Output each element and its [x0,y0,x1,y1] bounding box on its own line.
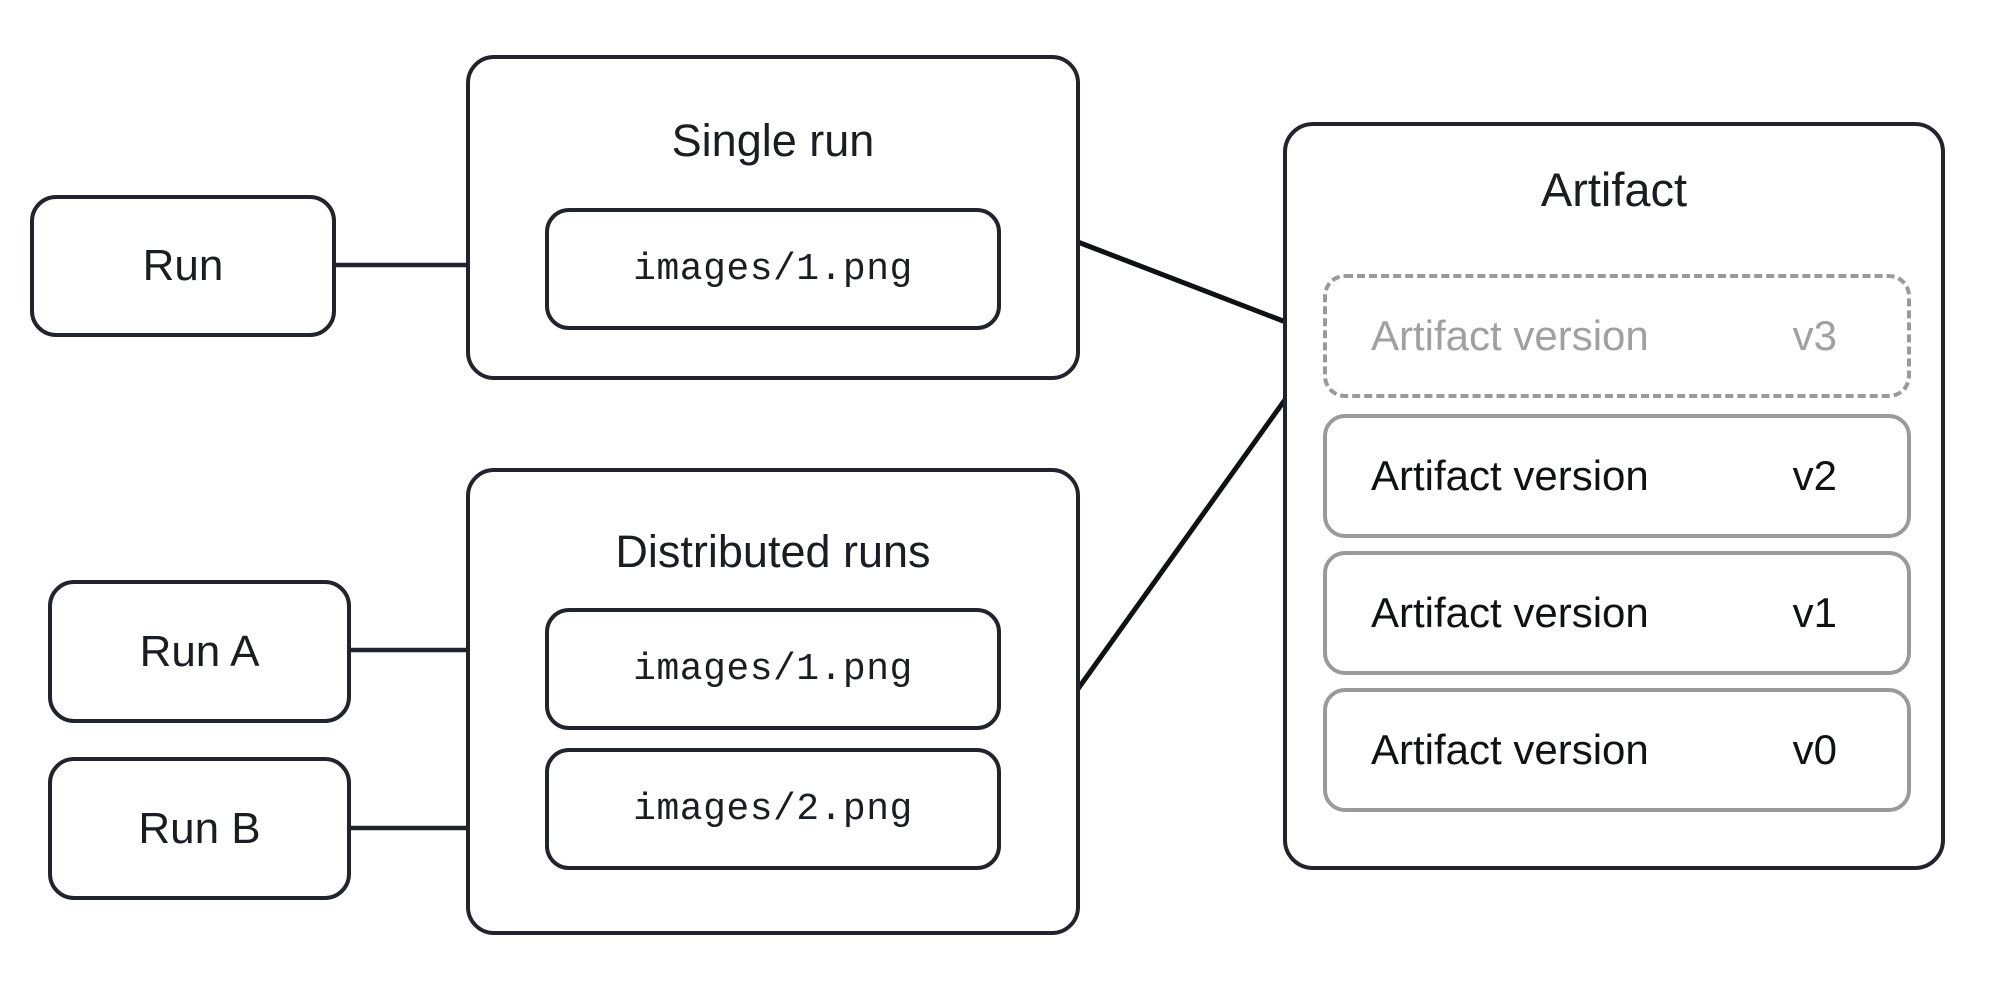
run-node-single[interactable]: Run [30,195,336,337]
artifact-version-row-v2[interactable]: Artifact version v2 [1323,414,1911,538]
file-node-single-1[interactable]: images/1.png [545,208,1001,330]
artifact-version-label: Artifact version [1371,312,1649,359]
artifact-version-tag: v3 [1792,312,1837,359]
artifact-title: Artifact [1540,163,1688,216]
run-node-label: Run [142,241,224,290]
artifact-version-label: Artifact version [1371,452,1649,499]
run-node-b[interactable]: Run B [48,757,351,900]
artifact-version-row-v3[interactable]: Artifact version v3 [1323,274,1911,398]
file-node-dist-1[interactable]: images/1.png [545,608,1001,730]
file-node-dist-2[interactable]: images/2.png [545,748,1001,870]
file-node-label: images/1.png [633,647,913,691]
run-node-label: Run B [138,803,261,853]
artifact-version-label: Artifact version [1371,726,1649,773]
group-single-run-title: Single run [671,115,875,166]
artifact-version-row-v1[interactable]: Artifact version v1 [1323,551,1911,675]
run-node-a[interactable]: Run A [48,580,351,723]
artifact-version-tag: v0 [1792,726,1837,773]
file-node-label: images/2.png [633,787,913,831]
file-node-label: images/1.png [633,247,913,291]
artifact-version-tag: v1 [1792,589,1837,636]
artifact-version-row-v0[interactable]: Artifact version v0 [1323,688,1911,812]
artifact-version-label: Artifact version [1371,589,1649,636]
artifact-container: Artifact Artifact version v3 Artifact ve… [1283,122,1945,870]
run-node-label: Run A [139,626,260,676]
group-distributed-runs-title: Distributed runs [615,526,931,577]
artifact-version-tag: v2 [1792,452,1837,499]
